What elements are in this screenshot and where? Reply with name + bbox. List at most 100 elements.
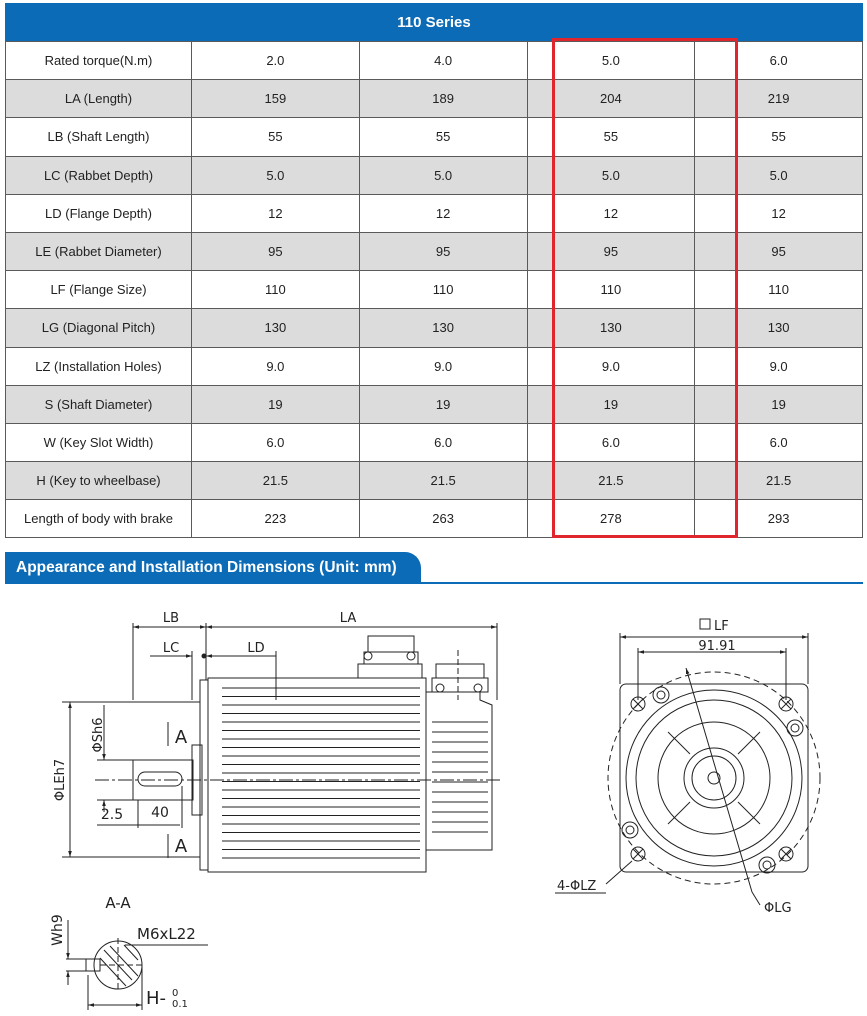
parameter-cell: Length of body with brake — [5, 499, 192, 539]
value-cell: 189 — [358, 79, 528, 119]
value-cell: 204 — [526, 79, 696, 119]
value-cell: 9.0 — [191, 346, 360, 386]
value-cell: 19 — [358, 384, 528, 424]
parameter-cell: LC (Rabbet Depth) — [5, 155, 192, 195]
value-cell: 278 — [526, 499, 696, 539]
value-cell: 130 — [358, 308, 528, 348]
body-fins — [222, 687, 420, 859]
label-lg: ΦLG — [764, 901, 792, 916]
value-cell: 130 — [526, 308, 696, 348]
value-cell: 130 — [694, 308, 863, 348]
value-cell: 95 — [358, 231, 528, 272]
value-cell: 5.0 — [358, 155, 528, 195]
label-section-a-top: A — [175, 727, 188, 748]
value-cell: 223 — [191, 499, 360, 539]
value-cell: 6.0 — [694, 40, 863, 81]
value-cell: 12 — [358, 193, 528, 233]
label-section-a-bottom: A — [175, 836, 188, 857]
value-cell: 110 — [694, 270, 863, 310]
value-cell: 293 — [694, 499, 863, 539]
parameter-cell: Rated torque(N.m) — [5, 40, 192, 81]
series-header: 110 Series — [5, 3, 863, 41]
value-cell: 6.0 — [694, 422, 863, 463]
label-h-lower: 0.1 — [172, 999, 188, 1010]
value-cell: 55 — [191, 117, 360, 157]
value-cell: 19 — [191, 384, 360, 424]
value-cell: 19 — [526, 384, 696, 424]
value-cell: 2.0 — [191, 40, 360, 81]
value-cell: 21.5 — [358, 461, 528, 501]
parameter-cell: S (Shaft Diameter) — [5, 384, 192, 424]
section-header: Appearance and Installation Dimensions (… — [5, 552, 421, 584]
value-cell: 55 — [526, 117, 696, 157]
series-title: 110 Series — [397, 13, 471, 31]
label-lc: LC — [163, 641, 179, 656]
section-aa — [66, 920, 208, 1010]
label-ld: LD — [247, 641, 264, 656]
label-dim-91-91: 91.91 — [698, 639, 735, 654]
label-aa: A-A — [105, 894, 131, 912]
value-cell: 263 — [358, 499, 528, 539]
label-wh9: Wh9 — [50, 914, 66, 946]
front-view — [555, 618, 821, 906]
value-cell: 6.0 — [358, 422, 528, 463]
value-cell: 55 — [694, 117, 863, 157]
value-cell: 55 — [358, 117, 528, 157]
value-cell: 12 — [526, 193, 696, 233]
value-cell: 21.5 — [191, 461, 360, 501]
label-h-main: H- — [146, 988, 166, 1009]
value-cell: 5.0 — [191, 155, 360, 195]
label-m6: M6xL22 — [137, 925, 196, 943]
value-cell: 130 — [191, 308, 360, 348]
value-cell: 9.0 — [358, 346, 528, 386]
parameter-cell: LF (Flange Size) — [5, 270, 192, 310]
value-cell: 5.0 — [526, 155, 696, 195]
value-cell: 19 — [694, 384, 863, 424]
connector-fins — [432, 721, 488, 833]
value-cell: 9.0 — [694, 346, 863, 386]
value-cell: 6.0 — [191, 422, 360, 463]
parameter-cell: LD (Flange Depth) — [5, 193, 192, 233]
value-cell: 95 — [191, 231, 360, 272]
label-dim-2-5: 2.5 — [101, 807, 123, 823]
label-la: LA — [340, 611, 357, 626]
value-cell: 12 — [694, 193, 863, 233]
value-cell: 95 — [526, 231, 696, 272]
value-cell: 5.0 — [526, 40, 696, 81]
label-lb: LB — [163, 611, 179, 626]
parameter-cell: LE (Rabbet Diameter) — [5, 231, 192, 272]
parameter-cell: LA (Length) — [5, 79, 192, 119]
label-lf: LF — [714, 619, 729, 634]
side-view — [62, 623, 500, 873]
value-cell: 110 — [358, 270, 528, 310]
value-cell: 159 — [191, 79, 360, 119]
section-divider — [5, 582, 863, 584]
value-cell: 21.5 — [694, 461, 863, 501]
label-phi-leh7: ΦLEh7 — [53, 759, 68, 801]
parameter-cell: LG (Diagonal Pitch) — [5, 308, 192, 348]
parameter-cell: LZ (Installation Holes) — [5, 346, 192, 386]
label-phi-sh6: ΦSh6 — [91, 718, 106, 753]
parameter-cell: LB (Shaft Length) — [5, 117, 192, 157]
value-cell: 110 — [191, 270, 360, 310]
label-holes: 4-ΦLZ — [557, 879, 596, 894]
parameter-cell: H (Key to wheelbase) — [5, 461, 192, 501]
value-cell: 95 — [694, 231, 863, 272]
value-cell: 9.0 — [526, 346, 696, 386]
value-cell: 5.0 — [694, 155, 863, 195]
value-cell: 21.5 — [526, 461, 696, 501]
